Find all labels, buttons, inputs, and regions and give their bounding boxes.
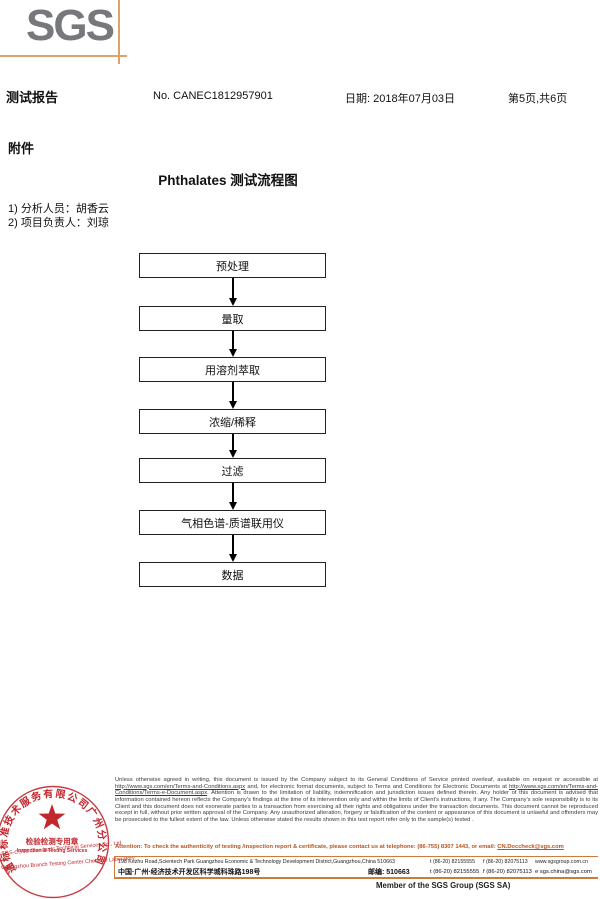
flow-step-filter: 过滤 <box>139 458 326 483</box>
flow-step-concentrate-dilute: 浓缩/稀释 <box>139 409 326 434</box>
project-leader-note: 2) 项目负责人：刘琼 <box>8 217 109 229</box>
attention-line: Attention: To check the authenticity of … <box>115 844 598 850</box>
arrow-down-icon <box>228 331 237 357</box>
flow-step-pretreatment: 预处理 <box>139 253 326 278</box>
flow-step-solvent-extraction: 用溶剂萃取 <box>139 357 326 382</box>
sgs-website-link[interactable]: www.sgsgroup.com.cn <box>535 859 588 865</box>
address-cn-fax: f (86-20) 82075113 <box>483 869 532 875</box>
stamp-center-line2: Inspection & Testing Services <box>17 848 88 854</box>
terms-link[interactable]: http://www.sgs.com/en/Terms-and-Conditio… <box>115 783 246 790</box>
arrow-down-icon <box>228 483 237 510</box>
inspection-stamp: 通标标准技术服务有限公司广州分公司 检验检测专用章 Inspection & T… <box>0 778 118 899</box>
doccheck-email-link[interactable]: CN.Doccheck@sgs.com <box>497 844 564 850</box>
arrow-down-icon <box>228 278 237 306</box>
stamp-seal-graphic: 通标标准技术服务有限公司广州分公司 检验检测专用章 Inspection & T… <box>0 785 110 899</box>
flow-step-data: 数据 <box>139 562 326 587</box>
arrow-down-icon <box>228 382 237 409</box>
sgs-china-email-link[interactable]: e sgs.china@sgs.com <box>535 869 592 875</box>
footer-bottom-rule <box>114 877 598 879</box>
address-cn-postcode: 邮编: 510663 <box>368 869 410 876</box>
stamp-center-line1: 检验检测专用章 <box>26 836 79 846</box>
arrow-down-icon <box>228 434 237 458</box>
member-of-sgs-group: Member of the SGS Group (SGS SA) <box>376 881 511 890</box>
address-top-rule <box>114 856 598 857</box>
disclaimer-text: Unless otherwise agreed in writing, this… <box>115 777 598 824</box>
header-accent-horizontal-line <box>0 55 127 57</box>
arrow-down-icon <box>228 535 237 562</box>
address-en-phone: t (86-20) 82155555 <box>430 859 476 865</box>
address-en-fax: f (86-20) 82075113 <box>483 859 528 865</box>
report-number: No. CANEC1812957901 <box>153 90 273 102</box>
flow-step-gcms: 气相色谱-质谱联用仪 <box>139 510 326 535</box>
terms-e-document-link[interactable]: http://www.sgs.com/en/Terms-and-Conditio… <box>115 783 598 797</box>
analyst-note: 1) 分析人员：胡香云 <box>8 203 109 215</box>
disclaimer-part2: and, for electronic format documents, su… <box>245 783 510 790</box>
flowchart-title: Phthalates 测试流程图 <box>158 173 298 188</box>
disclaimer-part1: Unless otherwise agreed in writing, this… <box>115 777 598 783</box>
star-icon <box>38 804 66 830</box>
address-left-rule <box>114 856 115 878</box>
attachment-label: 附件 <box>8 141 35 156</box>
address-cn-phone: t (86-20) 82155555 <box>430 869 480 875</box>
report-date: 日期: 2018年07月03日 <box>345 93 456 105</box>
flow-step-measure: 量取 <box>139 306 326 331</box>
address-en: 198 Kezhu Road,Scientech Park Guangzhou … <box>118 859 395 865</box>
page-indicator: 第5页,共6页 <box>508 93 568 105</box>
address-cn: 中国·广州·经济技术开发区科学城科珠路198号 <box>118 869 261 876</box>
attention-text: Attention: To check the authenticity of … <box>115 844 498 850</box>
disclaimer-part3: . Attention is drawn to the limitation o… <box>115 790 598 823</box>
sgs-logo: SGS <box>26 1 115 50</box>
report-title: 测试报告 <box>6 90 59 105</box>
stamp-outer-circle <box>0 785 110 899</box>
header-accent-vertical-line <box>118 0 120 64</box>
